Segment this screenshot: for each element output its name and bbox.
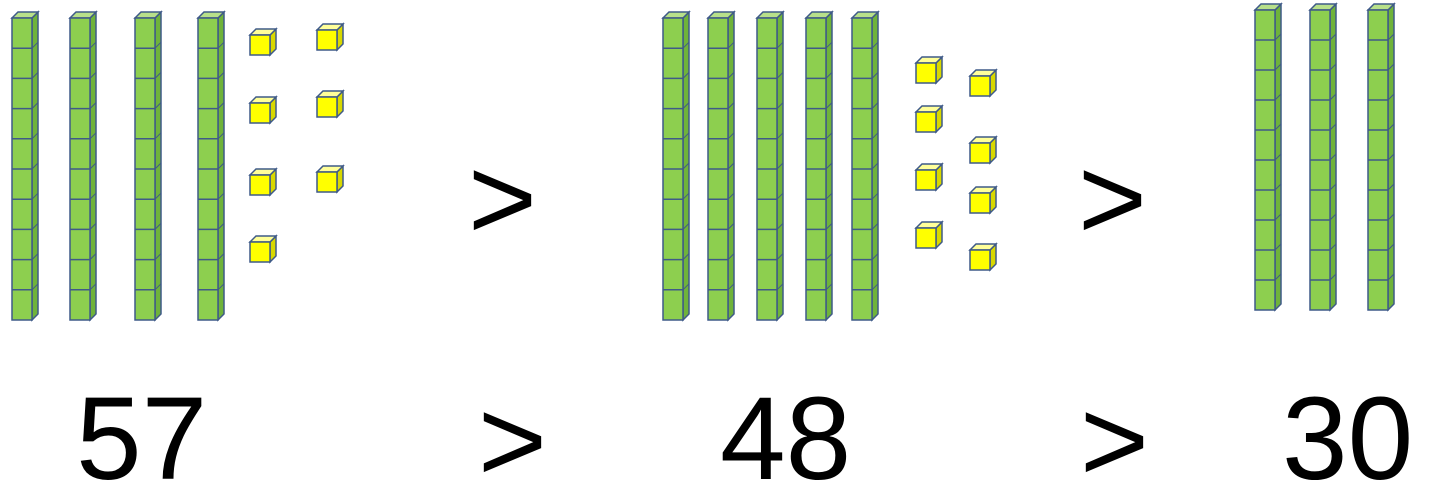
number-48: 48 — [720, 373, 852, 493]
group-48-blocks — [661, 10, 998, 322]
ten-rod — [755, 10, 785, 322]
greater-than-symbol-numbers-1: > — [478, 375, 547, 493]
unit-cube — [968, 185, 998, 215]
number-30: 30 — [1282, 373, 1414, 493]
unit-cube — [914, 55, 944, 85]
number-57: 57 — [76, 373, 208, 493]
unit-cube — [914, 162, 944, 192]
ten-rod — [850, 10, 880, 322]
greater-than-symbol-numbers-2: > — [1080, 375, 1149, 493]
ten-rod — [706, 10, 736, 322]
group-30-blocks — [1253, 2, 1396, 312]
ten-rod — [1366, 2, 1396, 312]
greater-than-symbol-blocks-1: > — [468, 133, 537, 265]
unit-cube — [248, 27, 278, 57]
ten-rod — [661, 10, 691, 322]
unit-cube — [248, 167, 278, 197]
ten-rod — [804, 10, 834, 322]
unit-cube — [315, 164, 345, 194]
ten-rod — [10, 10, 40, 322]
unit-cube — [968, 242, 998, 272]
unit-cube — [315, 89, 345, 119]
unit-cube — [914, 220, 944, 250]
ten-rod — [68, 10, 98, 322]
unit-cube — [315, 22, 345, 52]
ten-rod — [133, 10, 163, 322]
unit-cube — [968, 135, 998, 165]
greater-than-symbol-blocks-2: > — [1078, 133, 1147, 265]
unit-cube — [248, 95, 278, 125]
group-57-blocks — [10, 10, 345, 322]
ten-rod — [196, 10, 226, 322]
unit-cube — [248, 234, 278, 264]
ten-rod — [1308, 2, 1338, 312]
unit-cube — [968, 68, 998, 98]
unit-cube — [914, 104, 944, 134]
ten-rod — [1253, 2, 1283, 312]
